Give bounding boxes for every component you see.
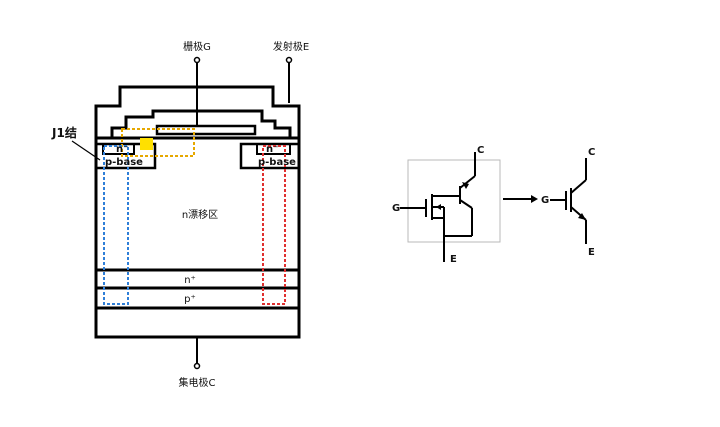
p-collector-label: p⁺ (184, 294, 196, 305)
p-base-right (239, 142, 299, 170)
emitter-label: 发射极E (273, 40, 309, 53)
transform-arrow-head (531, 195, 538, 203)
junction-label: J1结 (51, 125, 77, 140)
device-body (94, 136, 301, 339)
channel-highlight (140, 138, 153, 150)
emitter-terminal (285, 56, 293, 64)
electron-path-orange (121, 128, 195, 157)
eq-c-label: C (477, 145, 484, 156)
n-plus-right (256, 144, 291, 155)
hole-path-red (262, 145, 286, 305)
n-buffer-label: n⁺ (184, 275, 196, 286)
sym-e-label: E (588, 247, 595, 258)
sym-emitter-arrow (578, 213, 586, 220)
eq-bjt-emitter (459, 199, 473, 209)
igbt-symbol (550, 158, 587, 244)
equivalent-circuit-box (407, 159, 501, 243)
hole-path-blue (103, 145, 129, 305)
eq-g-label: G (392, 203, 400, 214)
emitter-metal (94, 85, 301, 138)
p-base-left-label: p-base (105, 157, 143, 168)
sym-collector-diag (570, 179, 587, 194)
igbt-cross-section (94, 56, 301, 370)
n-plus-left-label: n⁻ (116, 144, 128, 155)
drift-region-label: n漂移区 (182, 208, 218, 221)
gate-label: 栅极G (183, 40, 211, 53)
collector-terminal (193, 362, 201, 370)
eq-e-label: E (450, 254, 457, 265)
eq-bjt-arrow (462, 182, 469, 189)
gate-terminal (193, 56, 201, 64)
junction-pointer (71, 140, 101, 161)
gate-poly (155, 124, 257, 136)
sym-g-label: G (541, 195, 549, 206)
sym-c-label: C (588, 147, 595, 158)
eq-bjt-collector (459, 175, 476, 189)
p-base-right-label: p-base (258, 157, 296, 168)
collector-label: 集电极C (179, 376, 216, 389)
n-plus-right-label: n⁻ (266, 144, 278, 155)
eq-mos-arrow (436, 204, 441, 210)
